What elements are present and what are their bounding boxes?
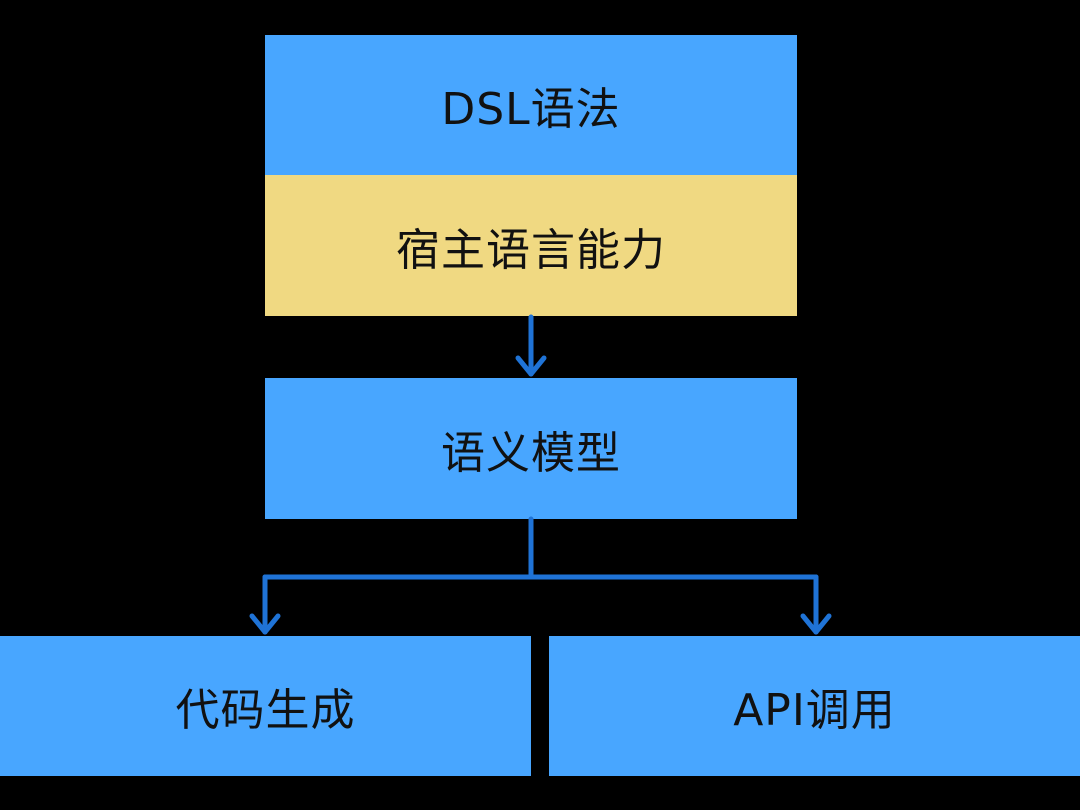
- arrowhead-semantic-model: [515, 355, 547, 377]
- arrowhead-code-generation: [249, 613, 281, 635]
- dsl-syntax-box: DSL语法: [265, 35, 797, 175]
- api-call-box: API调用: [549, 636, 1080, 776]
- api-call-label: API调用: [733, 685, 896, 736]
- semantic-model-label: 语义模型: [441, 427, 621, 479]
- host-language-label: 宿主语言能力: [396, 224, 666, 276]
- code-generation-label: 代码生成: [175, 685, 356, 736]
- code-generation-box: 代码生成: [0, 636, 531, 776]
- host-language-box: 宿主语言能力: [265, 175, 797, 316]
- arrowhead-api-call: [800, 613, 832, 635]
- dsl-syntax-label: DSL语法: [441, 84, 621, 135]
- semantic-model-box: 语义模型: [265, 378, 797, 519]
